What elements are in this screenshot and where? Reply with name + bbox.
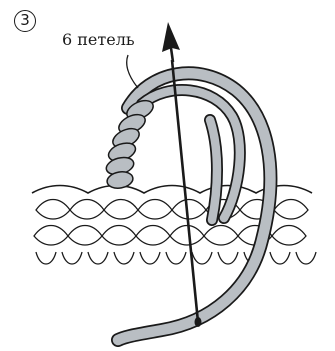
callout-leader <box>127 55 138 88</box>
loop-stack <box>104 97 156 190</box>
step-number-badge: 3 <box>14 10 36 32</box>
loops-count-label: 6 петель <box>62 30 135 49</box>
